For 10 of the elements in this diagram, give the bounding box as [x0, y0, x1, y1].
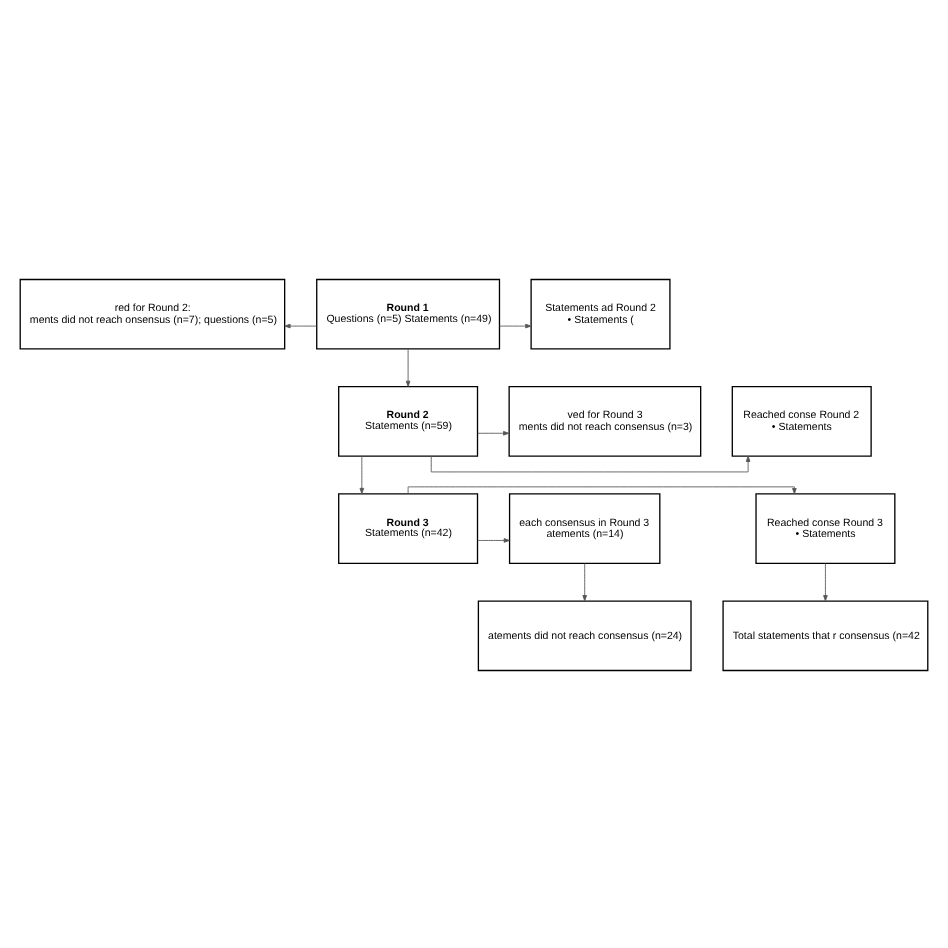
- arrow: [823, 561, 828, 601]
- arrow: [284, 322, 317, 328]
- arrow: [405, 347, 411, 386]
- arrow: [477, 537, 510, 542]
- arrow: [430, 454, 751, 472]
- arrow: [407, 485, 797, 494]
- arrow: [477, 430, 510, 435]
- arrow: [582, 561, 587, 601]
- arrow: [359, 454, 365, 494]
- arrow: [499, 322, 532, 328]
